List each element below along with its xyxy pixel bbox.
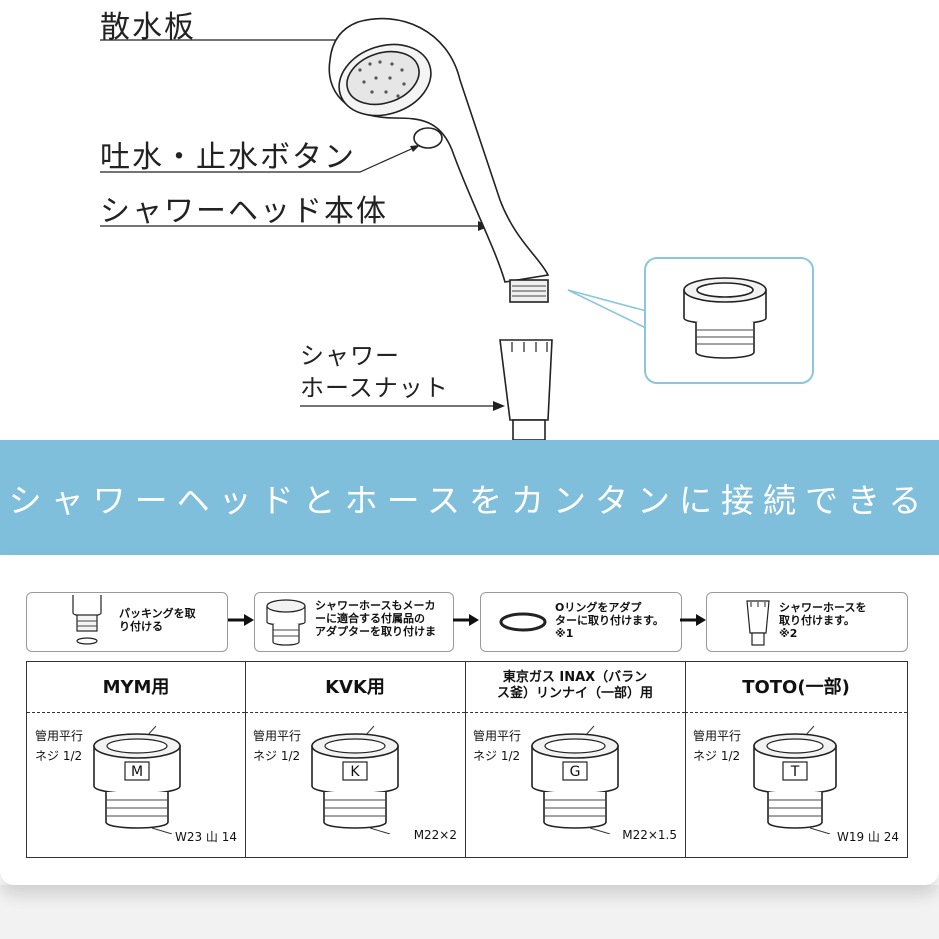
adapter-column-mym: MYM用 管用平行 ネジ 1/2 M W23 山 14 [27, 662, 246, 857]
adapter-illustration: T [753, 725, 837, 834]
shower-head-diagram [100, 17, 814, 440]
step-2: シャワーホースもメーカ ーに適合する付属品の アダプターを取り付けま [254, 592, 454, 652]
adapter-title: TOTO(一部) [742, 677, 850, 698]
adapter-illustration: K [311, 725, 399, 834]
step-4-label: シャワーホースを 取り付けます。 ※2 [779, 601, 867, 640]
adapter-icon [266, 599, 306, 646]
adapter-mark: G [570, 764, 581, 780]
thread-label: 管用平行 ネジ 1/2 [693, 729, 742, 763]
adapter-title: 東京ガス INAX（バラン ス釜）リンナイ（一部）用 [496, 670, 653, 701]
size-label: W19 山 24 [836, 830, 899, 844]
adapter-column-toto: TOTO(一部) 管用平行 ネジ 1/2 T W19 山 24 [685, 662, 907, 857]
adapter-zoom-callout [567, 257, 814, 384]
thread-label: 管用平行 ネジ 1/2 [35, 729, 84, 763]
adapter-illustration: G [531, 725, 619, 834]
step-3-label: Oリングをアダプ ターに取り付けます。 ※1 [555, 601, 664, 640]
step-1: パッキングを取 り付ける [26, 592, 228, 652]
step-3: Oリングをアダプ ターに取り付けます。 ※1 [480, 592, 682, 652]
thread-label: 管用平行 ネジ 1/2 [253, 729, 302, 763]
adapter-illustration: M [93, 725, 181, 834]
adapter-mark: T [790, 764, 800, 780]
step-1-label: パッキングを取 り付ける [119, 607, 196, 633]
adapter-table: MYM用 管用平行 ネジ 1/2 M W23 山 14 KVK用 管用平行 ネジ… [26, 661, 908, 858]
size-label: M22×1.5 [622, 828, 677, 842]
adapter-title: KVK用 [325, 677, 385, 698]
bottom-background [0, 885, 939, 939]
adapter-title: MYM用 [102, 677, 170, 698]
packing-icon [72, 595, 102, 645]
adapter-column-tokyogas: 東京ガス INAX（バラン ス釜）リンナイ（一部）用 管用平行 ネジ 1/2 G… [465, 662, 686, 857]
size-label: W23 山 14 [174, 830, 237, 844]
step-2-label: シャワーホースもメーカ ーに適合する付属品の アダプターを取り付けま [315, 599, 436, 638]
callout-head-body: シャワーヘッド本体 [100, 194, 388, 229]
o-ring-icon [499, 612, 547, 632]
arrow-right-icon [228, 614, 254, 626]
size-label: M22×2 [413, 828, 457, 842]
callout-spray-plate: 散水板 [100, 10, 196, 45]
adapter-mark: K [350, 764, 360, 780]
thread-label: 管用平行 ネジ 1/2 [473, 729, 522, 763]
arrow-right-icon [680, 614, 706, 626]
adapter-column-kvk: KVK用 管用平行 ネジ 1/2 K M22×2 [245, 662, 466, 857]
spray-holes [358, 60, 406, 98]
callout-hose-nut: シャワー ホースナット [300, 342, 449, 402]
adapter-mark: M [131, 764, 143, 780]
banner: シャワーヘッドとホースをカンタンに接続できる [0, 440, 939, 555]
banner-text: シャワーヘッドとホースをカンタンに接続できる [8, 480, 931, 520]
callout-water-button: 吐水・止水ボタン [100, 140, 356, 175]
step-4: シャワーホースを 取り付けます。 ※2 [706, 592, 908, 652]
arrow-right-icon [453, 614, 479, 626]
hose-nut-illustration [499, 339, 553, 440]
hose-nut-icon [746, 600, 770, 646]
shower-head-illustration [328, 17, 550, 303]
